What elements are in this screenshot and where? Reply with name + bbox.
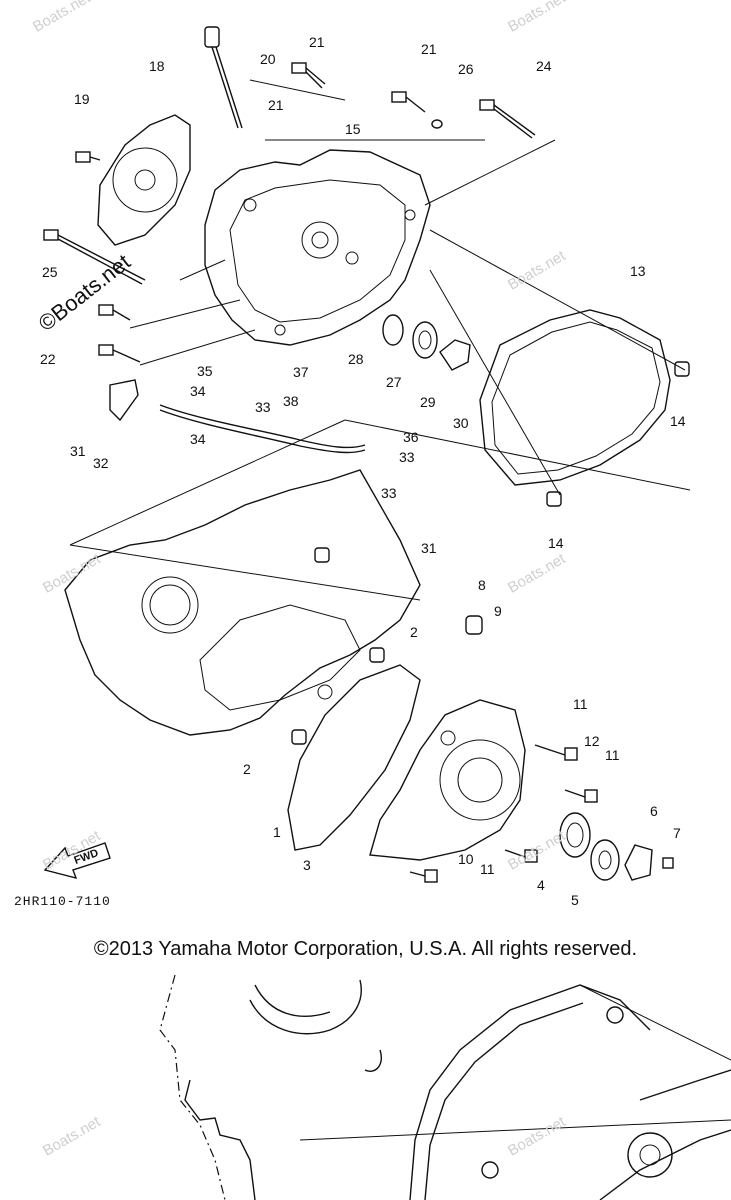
part-label-27: 29 (420, 394, 436, 410)
part-label-1: 1 (273, 824, 281, 840)
part-label-20: 21 (421, 41, 437, 57)
part-label-18: 20 (260, 51, 276, 67)
bracket (109, 379, 139, 422)
crankcase (64, 469, 421, 745)
part-label-14: 14 (670, 413, 686, 429)
dipstick (204, 26, 243, 129)
oil-seal (382, 314, 404, 346)
part-label-12: 12 (584, 733, 600, 749)
retainer-plate (624, 844, 653, 881)
part-label-33b: 33 (381, 485, 397, 501)
part-label-31: 31 (421, 540, 437, 556)
part-label-11b: 11 (605, 747, 620, 763)
bolts-lower (409, 744, 674, 883)
part-label-34b: 34 (190, 431, 206, 447)
part-label-9: 9 (494, 603, 502, 619)
reference-lines (69, 79, 691, 601)
bolts-upper (43, 62, 536, 363)
crankcase-cover (204, 149, 431, 346)
part-label-21: 21 (309, 34, 325, 50)
oil-hose (159, 404, 366, 449)
cover-plate (97, 114, 191, 246)
copyright-notice: ©2013 Yamaha Motor Corporation, U.S.A. A… (93, 938, 638, 960)
retainer-plate (439, 339, 471, 371)
crankcase-gasket (287, 664, 421, 851)
part-label-34: 34 (190, 383, 206, 399)
part-label-24: 26 (458, 61, 474, 77)
part-label-36: 36 (403, 429, 419, 445)
part-label-25: 27 (386, 374, 402, 390)
part-label-35: 35 (197, 363, 213, 379)
part-label-32: 33 (255, 399, 271, 415)
part-label-3: 3 (303, 857, 311, 873)
part-label-21b: 22 (40, 351, 56, 367)
part-label-15: 15 (345, 121, 361, 137)
detail-view (159, 974, 731, 1200)
part-label-30: 31 (70, 443, 86, 459)
oil-seal (559, 812, 591, 858)
part-label-17: 19 (74, 91, 90, 107)
part-label-8: 8 (478, 577, 486, 593)
part-label-22: 24 (536, 58, 552, 74)
part-label-6: 6 (650, 803, 658, 819)
bearing (412, 321, 438, 359)
part-label-4: 4 (537, 877, 545, 893)
diagram-code: 2HR110-7110 (14, 894, 111, 909)
part-label-2: 2 (410, 624, 418, 640)
part-label-19: 21 (268, 97, 284, 113)
part-label-2b: 2 (243, 761, 251, 777)
part-label-23: 25 (42, 264, 58, 280)
cover-gasket (479, 309, 671, 486)
part-label-26: 28 (348, 351, 364, 367)
part-label-38: 38 (283, 393, 299, 409)
side-cover (369, 699, 526, 861)
washer (590, 839, 620, 881)
part-label-13: 13 (630, 263, 646, 279)
part-label-11c: 11 (480, 861, 495, 877)
part-label-14b: 14 (548, 535, 564, 551)
drain-plug (465, 615, 483, 635)
part-label-37: 37 (293, 364, 309, 380)
dowel-pin (546, 491, 562, 507)
part-label-28: 30 (453, 415, 469, 431)
part-label-7: 7 (673, 825, 681, 841)
part-label-29: 32 (93, 455, 109, 471)
part-label-5: 5 (571, 892, 579, 908)
part-label-11: 11 (573, 696, 588, 712)
part-label-10: 10 (458, 851, 474, 867)
dowel-pin (674, 361, 690, 377)
part-label-33: 33 (399, 449, 415, 465)
part-label-16: 18 (149, 58, 165, 74)
fwd-arrow (43, 842, 111, 880)
